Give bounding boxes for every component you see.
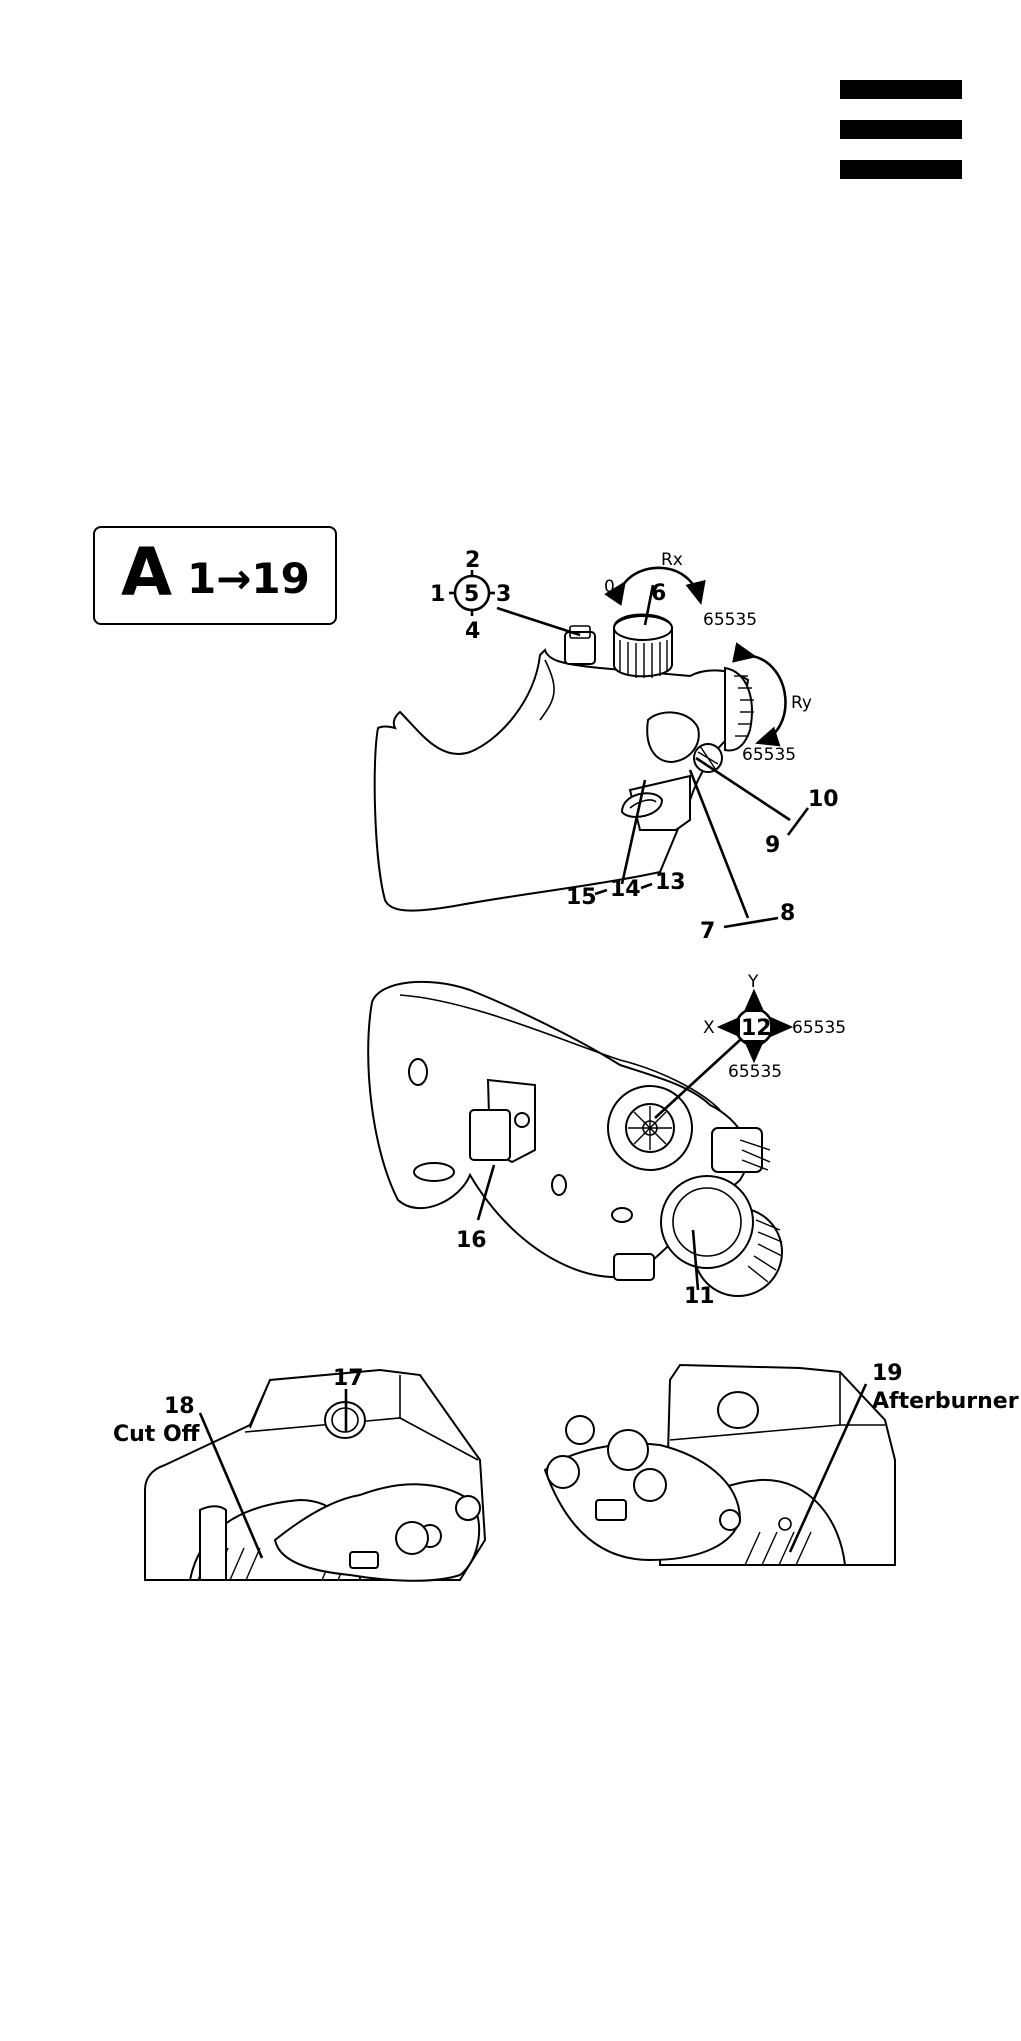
ry-max: 65535 bbox=[742, 745, 796, 765]
y-axis-label: Y bbox=[747, 972, 759, 992]
throttle-base-right bbox=[545, 1365, 895, 1565]
throttle-front-view bbox=[368, 982, 782, 1296]
rx-max: 65535 bbox=[703, 610, 757, 630]
callout-17: 17 bbox=[333, 1366, 364, 1391]
callout-6: 6 bbox=[651, 581, 666, 606]
callout-13: 13 bbox=[655, 870, 686, 895]
callout-14: 14 bbox=[610, 877, 641, 902]
callout-1: 1 bbox=[430, 582, 445, 607]
rx-label: Rx bbox=[661, 550, 683, 570]
cut-off-label: Cut Off bbox=[113, 1422, 201, 1447]
callout-3: 3 bbox=[496, 582, 511, 607]
callout-8: 8 bbox=[780, 901, 795, 926]
callout-5: 5 bbox=[464, 582, 479, 607]
y-max: 65535 bbox=[728, 1062, 782, 1082]
callout-10: 10 bbox=[808, 787, 839, 812]
callout-11: 11 bbox=[684, 1284, 715, 1309]
callout-15: 15 bbox=[566, 885, 597, 910]
x-max: 65535 bbox=[792, 1018, 846, 1038]
rx-min: 0 bbox=[604, 577, 615, 597]
ry-label: Ry bbox=[791, 693, 812, 713]
callout-7: 7 bbox=[700, 919, 715, 944]
throttle-side-view bbox=[375, 615, 754, 911]
x-axis-label: X bbox=[703, 1018, 715, 1038]
throttle-base-left bbox=[145, 1370, 485, 1581]
afterburner-label: Afterburner bbox=[872, 1389, 1019, 1414]
callout-12: 12 bbox=[741, 1016, 772, 1041]
callout-19: 19 bbox=[872, 1361, 903, 1386]
callout-4: 4 bbox=[465, 619, 480, 644]
callout-18: 18 bbox=[164, 1394, 195, 1419]
ry-min: 0 bbox=[734, 645, 745, 665]
callout-16: 16 bbox=[456, 1228, 487, 1253]
callout-9: 9 bbox=[765, 833, 780, 858]
callout-2: 2 bbox=[465, 548, 480, 573]
